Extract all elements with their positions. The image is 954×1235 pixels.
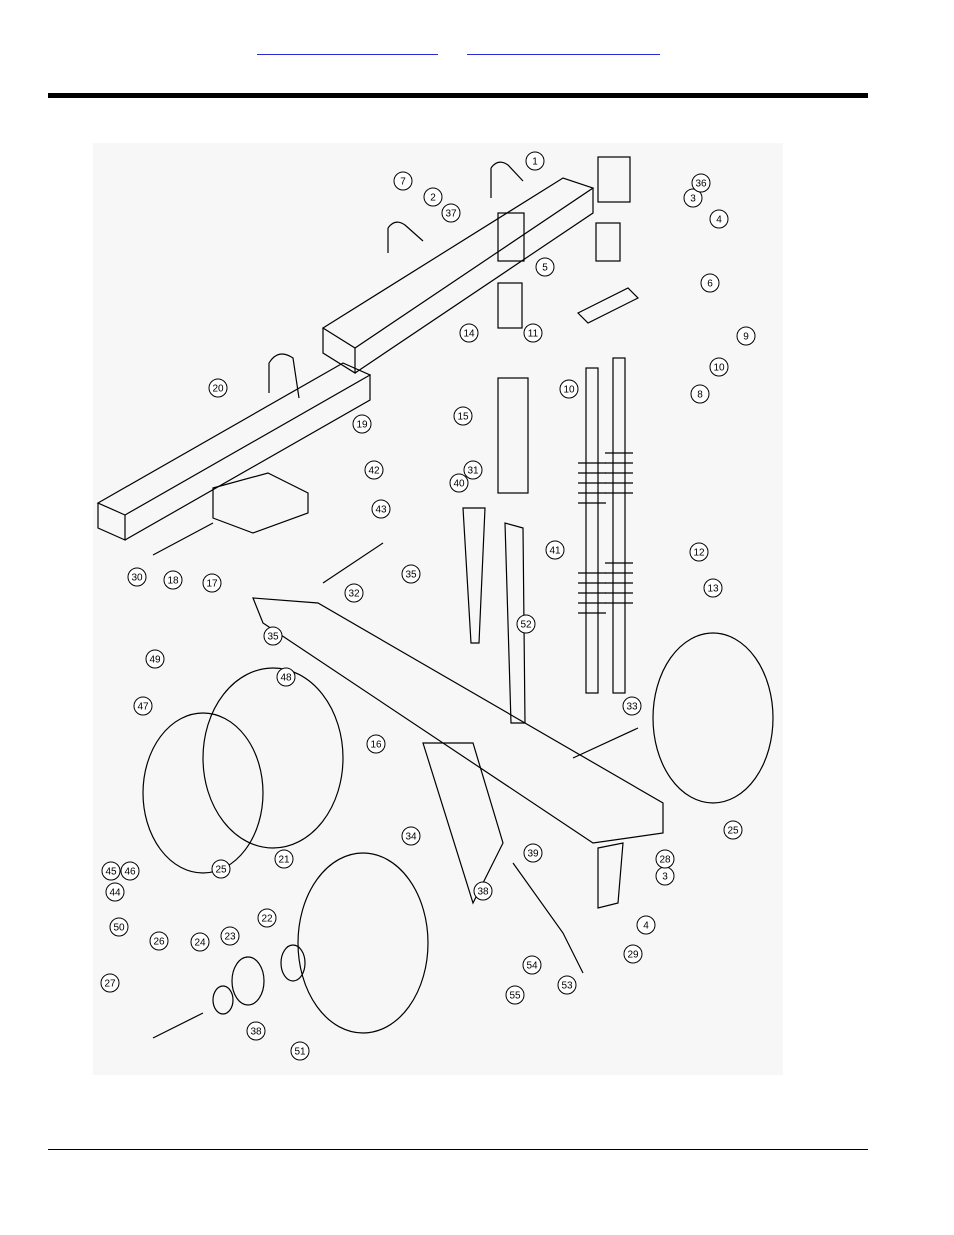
callout-label-42: 42: [368, 466, 380, 477]
callout-label-38: 38: [250, 1027, 262, 1038]
callout-label-55: 55: [509, 991, 521, 1002]
callout-label-6: 6: [707, 279, 713, 290]
callout-label-50: 50: [113, 923, 125, 934]
hub-22: [281, 945, 305, 981]
arm-53: [513, 863, 583, 973]
pivot-pin: [323, 543, 383, 583]
toolbar-lower-bottom: [125, 375, 370, 540]
callout-label-41: 41: [549, 546, 561, 557]
footer-rule: [48, 1149, 868, 1150]
main-frame: [253, 598, 663, 843]
frame-hanger: [423, 743, 503, 903]
disc-left: [203, 668, 343, 848]
header-rule: [48, 93, 868, 98]
callout-label-35: 35: [267, 632, 279, 643]
callout-label-54: 54: [526, 961, 538, 972]
callout-label-4: 4: [716, 215, 722, 226]
callout-label-25: 25: [727, 826, 739, 837]
gauge-wheel: [143, 713, 263, 873]
bracket-29: [598, 843, 623, 908]
callout-label-24: 24: [194, 938, 206, 949]
header-link-right[interactable]: [467, 40, 660, 55]
callout-label-15: 15: [457, 412, 469, 423]
callout-label-12: 12: [693, 548, 705, 559]
callout-label-5: 5: [542, 263, 548, 274]
callout-label-9: 9: [743, 332, 749, 343]
callout-label-10: 10: [713, 363, 725, 374]
callout-label-34: 34: [405, 832, 417, 843]
plate-36: [598, 157, 630, 202]
toolbar-upper-bottom: [355, 188, 593, 373]
callout-label-46: 46: [124, 867, 136, 878]
plate-5b: [596, 223, 620, 261]
callout-label-47: 47: [137, 702, 149, 713]
callout-label-48: 48: [280, 673, 292, 684]
callout-label-8: 8: [697, 390, 703, 401]
callout-label-17: 17: [206, 579, 218, 590]
callout-label-20: 20: [212, 384, 224, 395]
callout-label-19: 19: [356, 420, 368, 431]
callout-label-38: 38: [477, 887, 489, 898]
callout-label-35: 35: [405, 570, 417, 581]
callout-label-29: 29: [627, 950, 639, 961]
callout-label-10: 10: [563, 385, 575, 396]
cylinder-15: [498, 378, 528, 493]
spring-right: [605, 453, 633, 603]
pivot-bracket: [578, 288, 638, 323]
callout-label-32: 32: [348, 589, 360, 600]
callout-label-22: 22: [261, 914, 273, 925]
callout-labels: 1233445678910101112131415161718192021222…: [101, 152, 755, 1060]
callout-label-51: 51: [294, 1047, 306, 1058]
disc-lower: [298, 853, 428, 1033]
callout-label-36: 36: [695, 179, 707, 190]
hub-26: [213, 986, 233, 1014]
bolt-27: [153, 1013, 203, 1038]
u-bolt-middle: [388, 222, 423, 253]
spring-rod-right: [613, 358, 625, 693]
toolbar-lower-body: [98, 363, 370, 515]
callout-label-52: 52: [520, 620, 532, 631]
header-link-left[interactable]: [257, 40, 438, 55]
spring-rod-left: [586, 368, 598, 693]
callout-label-16: 16: [370, 740, 382, 751]
callout-label-53: 53: [561, 981, 573, 992]
callout-label-1: 1: [532, 157, 538, 168]
callout-label-25: 25: [215, 865, 227, 876]
callout-label-7: 7: [400, 177, 406, 188]
callout-label-28: 28: [659, 855, 671, 866]
callout-label-27: 27: [104, 979, 116, 990]
bolt-18: [153, 523, 213, 555]
u-bolt-upper: [491, 162, 523, 198]
bolt-33: [573, 728, 638, 758]
callout-label-11: 11: [528, 329, 539, 340]
disc-right: [653, 633, 773, 803]
callout-label-2: 2: [430, 193, 436, 204]
callout-label-14: 14: [463, 329, 475, 340]
callout-label-31: 31: [467, 466, 479, 477]
spring-left: [578, 463, 606, 613]
callout-label-44: 44: [109, 888, 121, 899]
callout-label-3: 3: [662, 872, 668, 883]
callout-label-3: 3: [690, 194, 696, 205]
callout-label-21: 21: [278, 855, 290, 866]
callout-label-13: 13: [707, 584, 719, 595]
callout-label-45: 45: [105, 867, 117, 878]
callout-label-18: 18: [167, 576, 179, 587]
hub-23: [232, 957, 264, 1005]
exploded-parts-diagram: 1233445678910101112131415161718192021222…: [93, 143, 783, 1075]
callout-label-39: 39: [527, 849, 539, 860]
callout-label-23: 23: [224, 932, 236, 943]
shank-40: [463, 508, 485, 643]
callout-label-49: 49: [149, 655, 161, 666]
callout-label-40: 40: [453, 479, 465, 490]
callout-label-30: 30: [131, 573, 143, 584]
callout-label-33: 33: [626, 702, 638, 713]
callout-label-26: 26: [153, 937, 165, 948]
callout-label-4: 4: [643, 921, 649, 932]
callout-label-37: 37: [445, 209, 457, 220]
callout-label-43: 43: [375, 505, 387, 516]
plate-5a: [498, 283, 522, 328]
